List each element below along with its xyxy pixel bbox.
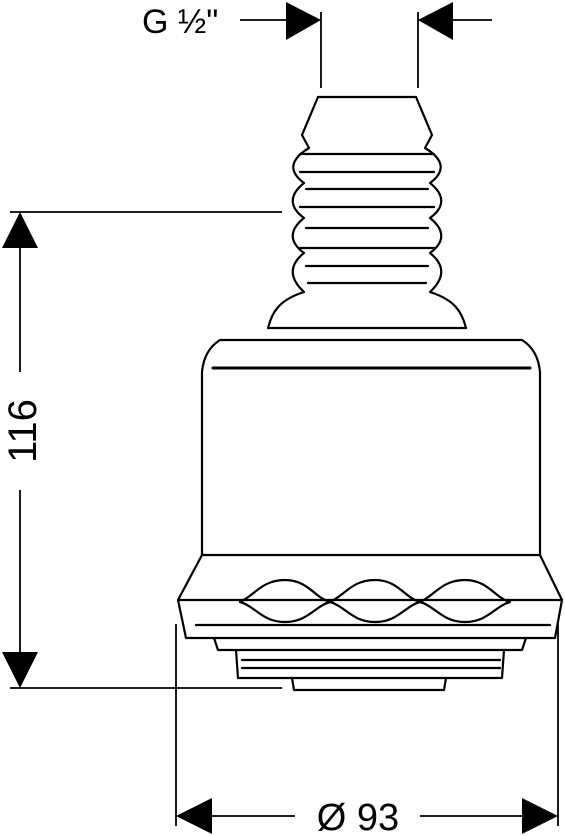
diamond-pattern [238,578,512,624]
main-body [200,338,542,557]
face-nozzle-plate [290,676,448,692]
spray-face [212,636,528,692]
face-layer-2 [234,648,506,680]
thread-arrow-right [418,2,453,40]
shower-head [176,95,564,692]
thread-outline-right [316,95,468,330]
thread-label: G ½" [142,3,218,41]
decorative-ring [176,553,564,640]
height-label: 116 [1,399,45,463]
thread-connector [266,95,468,330]
thread-outline-left [266,95,320,330]
thread-arrow-left [286,2,321,40]
height-dimension: 116 [1,211,282,689]
ring-outline [176,553,564,640]
height-arrow-top [2,212,38,248]
face-layer-1 [212,636,528,652]
height-arrow-bottom [2,652,38,688]
diameter-label: Ø 93 [317,797,399,836]
diameter-arrow-right [522,798,558,834]
thread-dimension: G ½" [142,2,492,88]
diameter-arrow-left [176,798,212,834]
diameter-dimension: Ø 93 [175,624,559,836]
thread-ridges [298,152,436,285]
body-outline [200,338,542,557]
